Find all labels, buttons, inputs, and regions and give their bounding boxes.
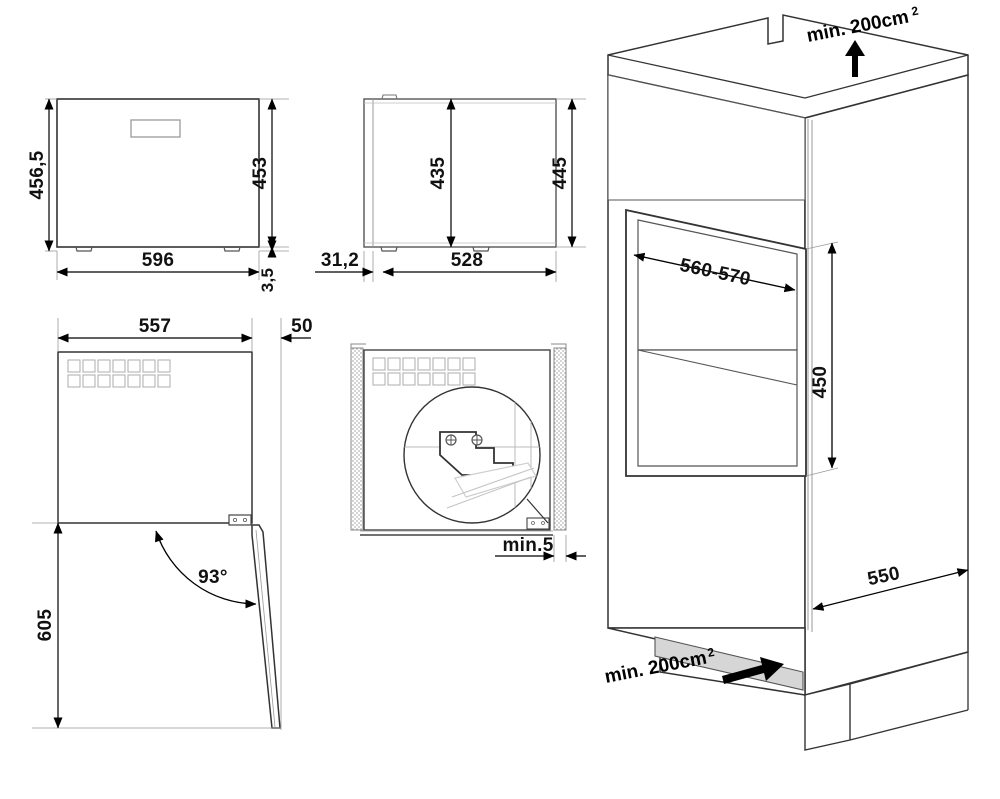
display-panel [130,119,181,138]
cabinet-wall-left [350,347,364,531]
hinge-bracket-installed [526,517,550,530]
dim-side-door-thickness: 31,2 [321,250,359,271]
dim-plan-swing-depth: 605 [35,609,56,642]
view-side-elevation: 435 445 31,2 528 [315,94,586,282]
side-foot-left [380,246,398,252]
cabinet-wall-right [553,347,567,531]
dim-plan-door-clearance: 50 [291,316,313,337]
bottom-vent-arrow-icon [722,657,784,684]
dimline-niche-width [633,252,796,293]
dim-installed-side-gap: min.5 [502,535,553,556]
view-front-elevation: 456,5 453 3,5 596 [27,98,289,293]
dim-front-body-height: 453 [250,157,271,190]
vent-grille-installed [372,357,476,386]
dim-plan-depth: 557 [139,316,172,337]
front-foot-right [223,246,241,252]
side-body-outline [363,98,557,248]
hinge-screw-1 [445,434,457,446]
dim-side-inner-height: 435 [428,157,449,190]
vent-grille-plan [67,359,171,388]
hinge-screw-2 [471,434,483,446]
hinge-detail-magnifier [403,386,549,524]
cabinet-upper-panel [607,74,806,201]
dim-door-opening-angle: 93° [198,567,228,588]
door-swing-arc [154,530,257,609]
plinth-side [804,683,851,751]
dim-side-depth: 528 [451,250,484,271]
cabinet-top-edge [607,54,969,99]
front-foot-left [75,246,93,252]
dimline-cabinet-depth [812,568,969,611]
dim-front-overall-height: 456,5 [27,150,48,199]
hinge-bracket-plan [228,514,252,526]
detail-leader-line [526,498,549,524]
top-vent-arrow-icon [845,40,865,77]
view-cabinet-isometric: min. 200cm2 min. 200cm2 560-570 450 550 [603,3,969,751]
dim-front-width: 596 [142,250,175,271]
niche-inner-bottom [637,349,798,467]
dim-niche-height: 450 [810,366,831,399]
dim-front-foot-height: 3,5 [258,268,277,293]
dim-side-body-height: 445 [550,157,571,190]
view-door-swing-plan: 93° 557 50 605 [32,316,313,730]
view-installed-plan: min.5 [350,343,586,562]
side-foot-right [472,246,490,252]
